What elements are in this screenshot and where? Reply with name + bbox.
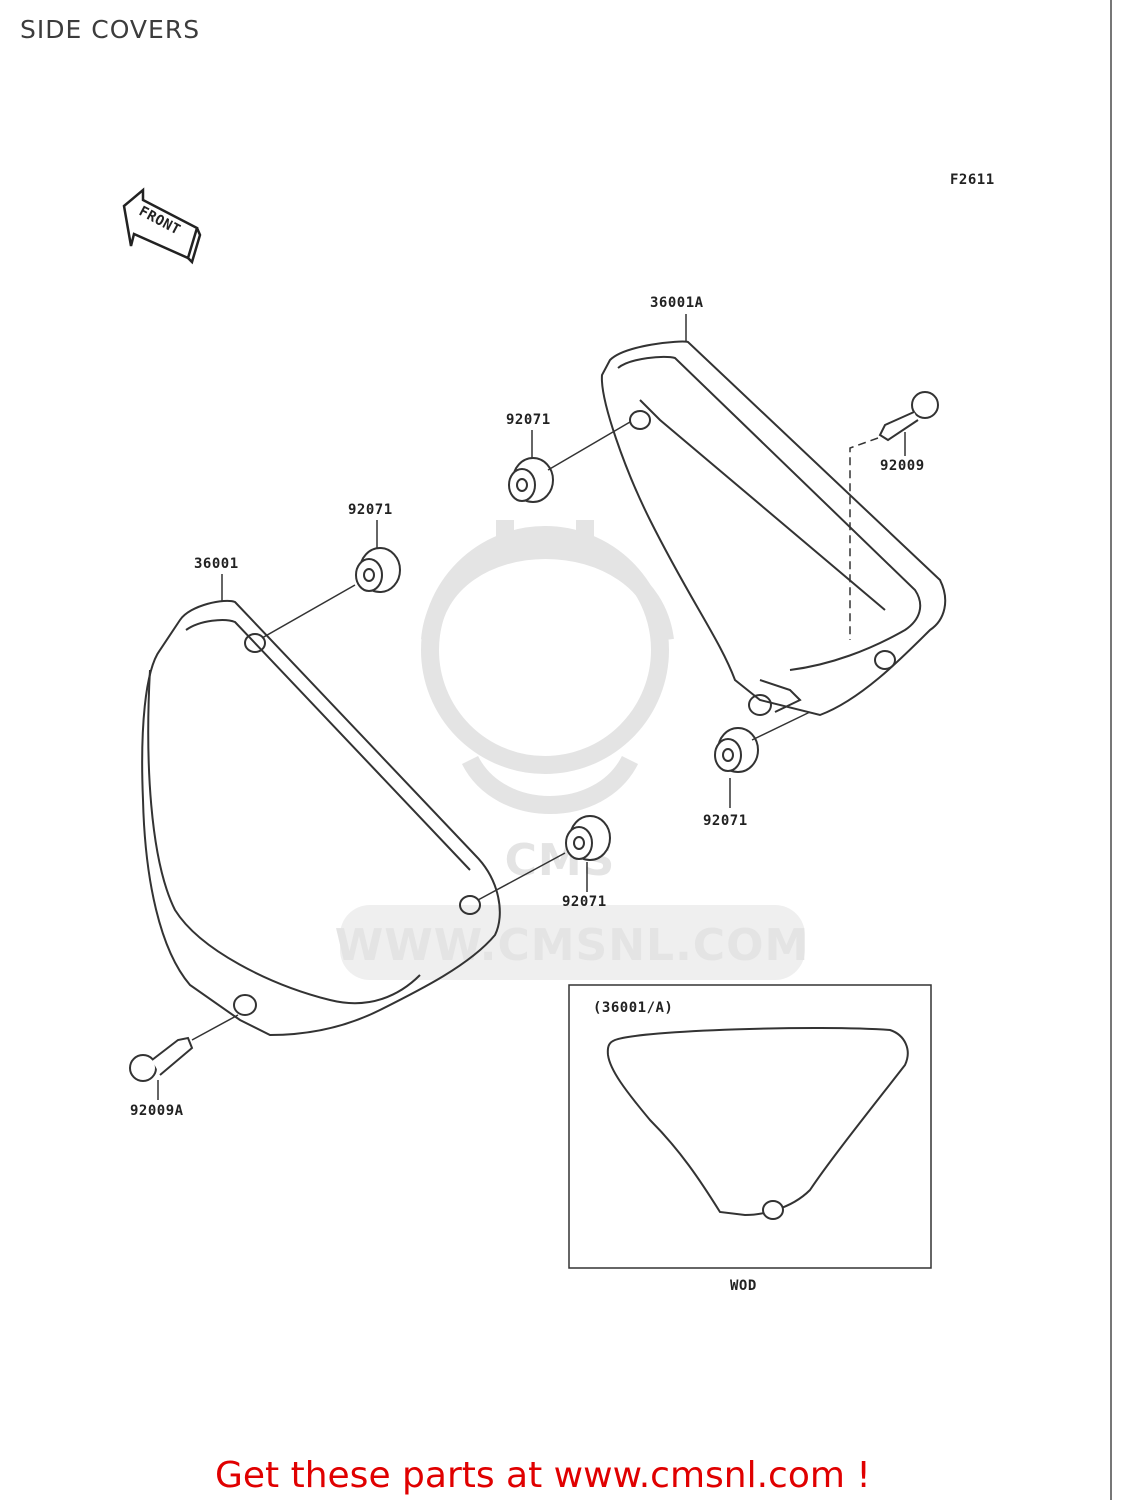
callout-36001a: 36001A: [650, 295, 704, 311]
grommet-middle-icon: [565, 815, 611, 861]
side-cover-left: [141, 599, 501, 1037]
bolt-right-icon: [878, 391, 939, 442]
watermark-url: WWW.CMSNL.COM: [335, 920, 810, 971]
page-border-rule: [1110, 0, 1112, 1500]
parts-diagram: CMS WWW.CMSNL.COM F2611 FRONT 36001A 920…: [122, 172, 995, 1294]
inset-label: (36001/A): [593, 1000, 673, 1016]
inset-box: (36001/A) WOD: [568, 984, 932, 1294]
side-cover-right: [600, 340, 947, 717]
callout-36001: 36001: [194, 556, 239, 572]
watermark: CMS WWW.CMSNL.COM: [335, 520, 810, 980]
grommet-right-lower-icon: [714, 727, 759, 773]
get-parts-link[interactable]: Get these parts at www.cmsnl.com !: [215, 1455, 871, 1496]
watermark-mascot: [421, 520, 674, 814]
figure-code: F2611: [950, 172, 995, 188]
inset-caption: WOD: [730, 1278, 757, 1294]
front-arrow-icon: FRONT: [122, 187, 202, 265]
page-title: SIDE COVERS: [20, 15, 201, 44]
watermark-banner: [340, 905, 805, 980]
grommet-top-icon: [508, 457, 554, 503]
callout-92071-left-top: 92071: [348, 502, 393, 518]
callout-92071-top: 92071: [506, 412, 551, 428]
callout-92009a: 92009A: [130, 1103, 184, 1119]
bolt-left-icon: [129, 1036, 194, 1082]
callout-92009: 92009: [880, 458, 925, 474]
callout-92071-right: 92071: [703, 813, 748, 829]
grommet-left-top-icon: [355, 547, 401, 593]
callout-92071-middle: 92071: [562, 894, 607, 910]
